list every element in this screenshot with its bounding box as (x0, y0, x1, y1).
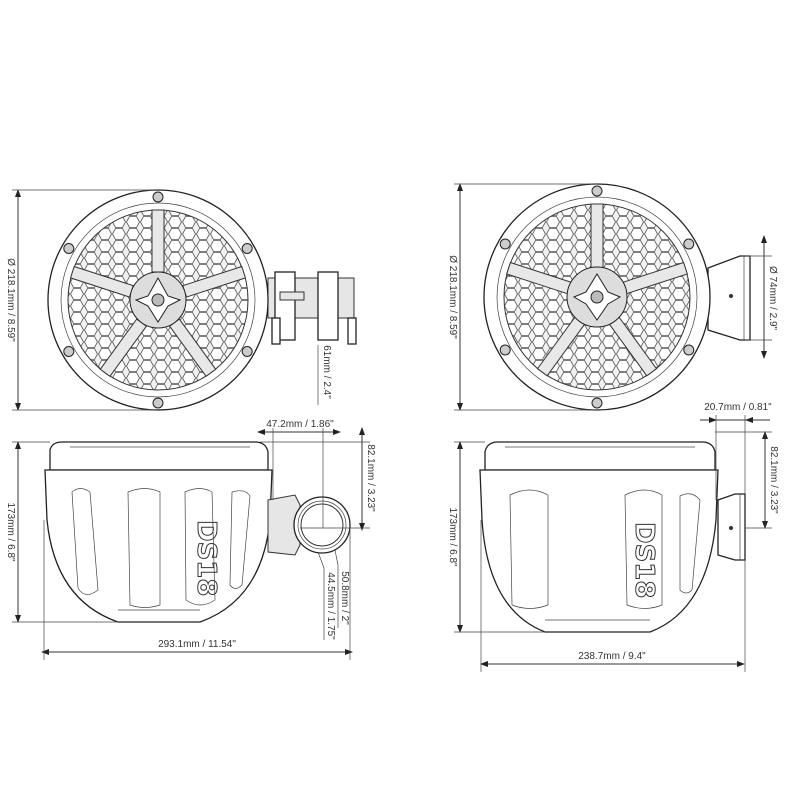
speaker-grille-right (483, 183, 711, 411)
bolt-icon (63, 243, 75, 254)
grille-spoke (590, 203, 604, 270)
dim-side-right-width: 238.7mm / 9.4" (578, 651, 646, 662)
bolt-icon (241, 243, 253, 254)
speaker-housing-left: DS18 (44, 441, 273, 623)
ds18-logo: DS18 (191, 520, 221, 597)
bolt-icon (591, 397, 603, 409)
dim-front-right-mount-diameter: Ø 74mm / 2.9" (767, 266, 778, 331)
dim-front-right-diameter: Ø 218.1mm / 8.59" (447, 255, 458, 339)
dim-front-left-mount-depth: 61mm / 2.4" (321, 345, 332, 399)
side-view-flush-mount: DS18 20.7mm / 0.81" 82.1mm / 3.23" 173mm… (447, 402, 779, 672)
dim-side-left-clamp-outer: 50.8mm / 2" (339, 571, 350, 625)
dim-front-left-diameter: Ø 218.1mm / 8.59" (5, 258, 16, 342)
ds18-logo-right: DS18 (629, 522, 659, 599)
bolt-icon (683, 238, 695, 250)
bolt-icon (152, 191, 164, 203)
speaker-housing-right: DS18 (479, 441, 746, 633)
dim-side-left-width: 293.1mm / 11.54" (158, 639, 236, 650)
tube-clamp (267, 494, 351, 556)
speaker-grille-left (47, 189, 269, 411)
front-view-flush-mount: Ø 218.1mm / 8.59" Ø 74mm / 2.9" (447, 183, 778, 411)
dim-side-left-clamp-offset: 47.2mm / 1.86" (266, 419, 334, 430)
front-view-tower-mount: Ø 218.1mm / 8.59" 61mm / 2.4" (5, 189, 357, 411)
bolt-icon (499, 344, 511, 356)
dim-side-left-clamp-inner: 44.5mm / 1.75" (325, 572, 336, 640)
bolt-icon (591, 185, 603, 197)
side-view-tower-mount: DS18 47.2mm / 1.86" 82.1mm / 3.23" 173mm… (5, 419, 376, 660)
bolt-icon (63, 346, 75, 357)
dim-side-left-clamp-height: 82.1mm / 3.23" (365, 444, 376, 512)
bolt-icon (683, 344, 695, 356)
bolt-icon (241, 346, 253, 357)
dim-side-right-flange-depth: 20.7mm / 0.81" (704, 402, 772, 413)
dim-side-right-mount-height: 82.1mm / 3.23" (768, 446, 779, 514)
bolt-icon (499, 238, 511, 250)
dim-side-left-height: 173mm / 6.8" (5, 502, 16, 562)
mount-bracket (267, 271, 357, 345)
bolt-icon (152, 397, 164, 409)
dim-side-right-height: 173mm / 6.8" (447, 507, 458, 567)
grille-spoke (151, 209, 165, 273)
mount-flange (707, 255, 751, 341)
